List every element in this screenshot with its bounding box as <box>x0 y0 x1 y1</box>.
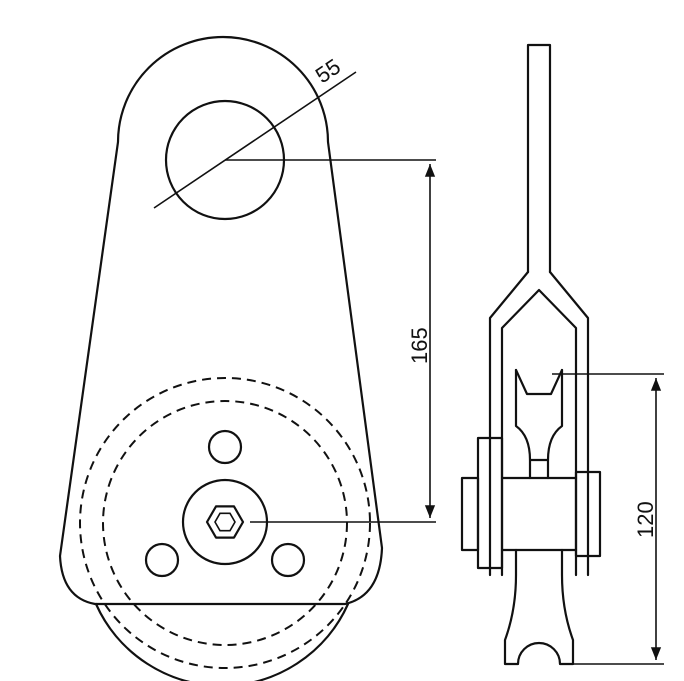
sheave-lower <box>503 548 575 666</box>
front-view: 55 165 <box>58 35 436 681</box>
hole-diameter-leader <box>153 71 357 209</box>
sheave-inner-hidden-circle <box>102 400 348 646</box>
hex-socket <box>205 505 245 539</box>
sheave-rim <box>94 602 350 681</box>
sheave-groove-mid <box>514 368 564 462</box>
axle-right-cap <box>574 470 602 558</box>
inner-yoke <box>500 288 578 577</box>
outer-yoke <box>488 270 590 577</box>
rivet-hole-right <box>270 542 306 578</box>
rivet-hole-left <box>144 542 180 578</box>
side-plate-outline <box>58 35 384 606</box>
rivet-hole-top <box>207 429 243 465</box>
side-height-label: 120 <box>633 501 658 538</box>
sheave-groove-top <box>514 368 564 396</box>
sheave-hub-neck <box>528 458 550 480</box>
axle-left-nut <box>460 476 480 552</box>
hex-socket-inner <box>214 512 236 532</box>
side-view: 120 <box>460 43 664 666</box>
center-distance-label: 165 <box>407 327 432 364</box>
hanger-bar <box>526 43 552 274</box>
sheave-outer-hidden-circle <box>79 377 371 669</box>
